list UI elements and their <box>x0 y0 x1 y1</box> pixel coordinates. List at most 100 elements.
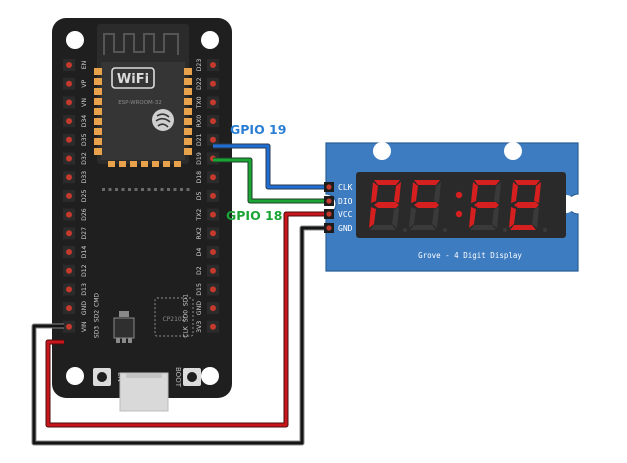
bottom-right-pin-label: SD1 <box>183 294 190 306</box>
segment-b <box>494 182 501 203</box>
solder-dot <box>128 188 131 191</box>
module-pad <box>163 161 170 167</box>
solder-dot <box>160 188 164 191</box>
header-pin[interactable] <box>210 323 216 330</box>
header-pin[interactable] <box>66 99 72 106</box>
right-pin-label: RX2 <box>196 227 203 240</box>
espressif-logo-icon <box>152 109 174 131</box>
segment-a <box>414 180 440 185</box>
segment-d <box>510 225 536 230</box>
header-pin[interactable] <box>66 249 72 255</box>
segment-a <box>374 180 400 185</box>
left-pin-label: D35 <box>81 133 88 146</box>
left-pin-label: D12 <box>81 264 88 277</box>
display-pin[interactable] <box>326 184 332 190</box>
header-pin[interactable] <box>66 230 72 237</box>
bottom-left-pin-label: CMD <box>94 293 101 307</box>
solder-dot <box>141 188 144 191</box>
header-pin[interactable] <box>66 211 72 218</box>
solder-dot <box>134 188 138 191</box>
header-pin[interactable] <box>210 267 216 274</box>
module-pad <box>152 161 159 167</box>
mounting-hole <box>66 367 84 385</box>
module-pad <box>108 161 115 167</box>
solder-dot <box>115 188 118 191</box>
segment-g <box>414 202 439 208</box>
header-pin[interactable] <box>66 267 72 274</box>
header-pin[interactable] <box>210 305 216 312</box>
header-pin[interactable] <box>210 136 216 143</box>
segment-b <box>434 182 441 203</box>
solder-dot <box>102 188 105 191</box>
module-pad <box>184 98 192 105</box>
header-pin[interactable] <box>210 99 216 106</box>
right-pin-label: GND <box>196 301 203 315</box>
left-pin-label: D13 <box>81 283 88 296</box>
header-pin[interactable] <box>210 230 216 237</box>
module-pad <box>174 161 181 167</box>
header-pin[interactable] <box>210 174 216 181</box>
display-pin[interactable] <box>326 225 332 231</box>
solder-dot <box>186 188 190 191</box>
header-left <box>63 59 75 333</box>
header-pin[interactable] <box>210 62 216 68</box>
segment-c <box>392 207 399 228</box>
segment-f <box>411 182 418 203</box>
colon-dot-bottom <box>455 210 463 218</box>
header-pin[interactable] <box>66 118 72 125</box>
left-pin-label: VP <box>81 79 88 87</box>
module-pad <box>184 88 192 95</box>
right-pin-label: RX0 <box>196 115 203 128</box>
header-pin[interactable] <box>210 249 216 255</box>
colon-dot-top <box>455 191 463 199</box>
module-pad <box>94 68 102 75</box>
header-pin[interactable] <box>66 174 72 181</box>
header-pin[interactable] <box>66 286 72 293</box>
left-pin-label: D34 <box>81 115 88 128</box>
usb-connector <box>119 372 169 412</box>
right-pin-label: D5 <box>196 191 203 200</box>
header-pin[interactable] <box>210 118 216 125</box>
boot-button[interactable] <box>183 368 201 386</box>
header-pin[interactable] <box>66 305 72 312</box>
header-pin[interactable] <box>66 155 72 162</box>
wires <box>31 143 330 446</box>
bottom-left-pin-label: SD3 <box>94 326 101 338</box>
solder-dot <box>108 188 112 191</box>
right-pin-label: D21 <box>196 133 203 146</box>
segment-g <box>514 202 539 208</box>
header-pin[interactable] <box>66 192 72 199</box>
wire-vin-vcc <box>46 212 330 427</box>
display-pin-label: GND <box>338 224 353 233</box>
solder-dot <box>121 188 125 191</box>
header-pin[interactable] <box>210 286 216 293</box>
header-pin[interactable] <box>210 211 216 218</box>
module-pad <box>94 128 102 135</box>
segment-d <box>370 225 396 230</box>
display-pin[interactable] <box>326 211 332 217</box>
module-pad <box>94 118 102 125</box>
bottom-right-pin-label: SD0 <box>183 310 190 322</box>
segment-g <box>474 202 499 208</box>
header-right <box>207 59 219 333</box>
module-pad <box>119 161 126 167</box>
module-pad <box>184 78 192 85</box>
module-pad <box>184 128 192 135</box>
display-pin[interactable] <box>326 198 332 204</box>
module-can <box>101 62 185 160</box>
wifi-logo-icon <box>111 67 155 89</box>
header-pin[interactable] <box>66 62 72 68</box>
right-pin-label: TX0 <box>196 96 203 109</box>
display-pin-label: VCC <box>338 210 353 219</box>
en-button[interactable] <box>93 368 111 386</box>
header-pin[interactable] <box>66 80 72 87</box>
header-pin[interactable] <box>210 80 216 87</box>
header-pin[interactable] <box>210 192 216 199</box>
header-pin[interactable] <box>66 323 72 330</box>
header-pin[interactable] <box>66 136 72 143</box>
module-model: ESP-WROOM-32 <box>118 100 162 106</box>
left-pin-label: D33 <box>81 171 88 184</box>
segment-a <box>514 180 540 185</box>
right-pin-label: D19 <box>196 152 203 165</box>
